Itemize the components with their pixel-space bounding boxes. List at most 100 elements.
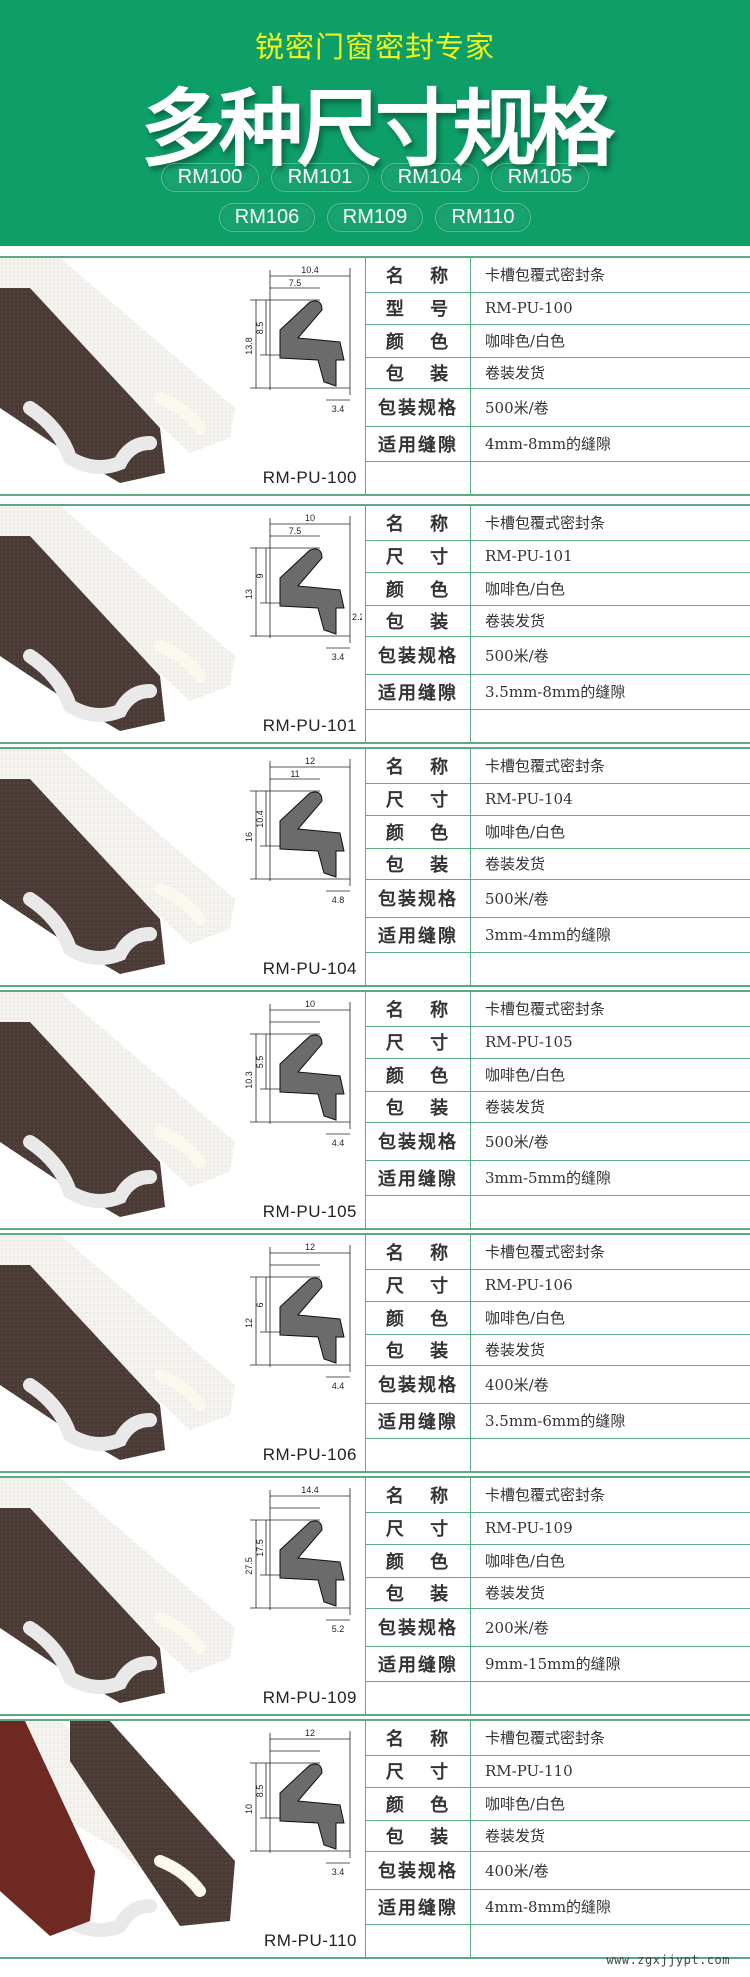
product-section-rm-pu-105: 10 10.3 5.5 4.4 RM-PU-105 名 称卡槽包覆式密封条尺 寸… xyxy=(0,990,750,1230)
divider-line xyxy=(0,1228,750,1230)
spec-value: 咖啡色/白色 xyxy=(470,571,750,606)
spec-label: 颜 色 xyxy=(365,1543,471,1578)
spec-value: 卡槽包覆式密封条 xyxy=(470,258,750,293)
spec-value xyxy=(470,1437,750,1471)
dimension-label-h2: 10.4 xyxy=(255,810,265,828)
model-pill-rm106: RM106 xyxy=(219,203,315,232)
spec-value: 卷装发货 xyxy=(470,1576,750,1609)
spec-label: 包 装 xyxy=(365,356,471,389)
dimension-label-base: 4.8 xyxy=(332,895,345,905)
spec-label: 包 装 xyxy=(365,1819,471,1852)
spec-label: 包装规格 xyxy=(365,878,471,918)
banner-header: 锐密门窗密封专家 多种尺寸规格 RM100 RM101 RM104 RM105 … xyxy=(0,0,750,246)
model-pill-rm104: RM104 xyxy=(381,163,479,192)
spec-label: 颜 色 xyxy=(365,814,471,849)
product-section-rm-pu-100: 10.4 7.5 13.8 8.5 3.4 RM-PU-100 名 称卡槽包覆式… xyxy=(0,256,750,496)
spec-label: 名 称 xyxy=(365,1235,471,1270)
spec-value: 咖啡色/白色 xyxy=(470,1786,750,1821)
dimension-label-h: 13 xyxy=(244,589,254,599)
product-photo xyxy=(0,1478,240,1714)
spec-label: 适用缝隙 xyxy=(365,1645,471,1682)
dimension-label-base: 4.4 xyxy=(332,1138,345,1148)
spec-row: 颜 色咖啡色/白色 xyxy=(365,1300,750,1335)
spec-row: 颜 色咖啡色/白色 xyxy=(365,1057,750,1092)
cross-section-drawing: 12 10 8.5 3.4 xyxy=(240,1723,362,1883)
spec-label: 颜 色 xyxy=(365,1057,471,1092)
spec-value: 4mm-8mm的缝隙 xyxy=(470,425,750,462)
spec-value: 3.5mm-8mm的缝隙 xyxy=(470,673,750,710)
spec-label: 包 装 xyxy=(365,604,471,637)
spec-value: RM-PU-101 xyxy=(470,539,750,573)
model-pill-rm101: RM101 xyxy=(271,163,369,192)
dimension-label-h2: 9 xyxy=(255,573,265,578)
spec-value xyxy=(470,1923,750,1957)
spec-value: 卷装发货 xyxy=(470,1333,750,1366)
divider-line xyxy=(0,990,750,992)
spec-value: 3mm-4mm的缝隙 xyxy=(470,916,750,953)
product-model-caption: RM-PU-101 xyxy=(262,716,357,735)
spec-label xyxy=(365,1437,471,1471)
spec-value: 500米/卷 xyxy=(470,387,750,427)
dimension-label-h: 12 xyxy=(244,1318,254,1328)
spec-value xyxy=(470,1194,750,1228)
spec-row xyxy=(365,951,750,985)
spec-label: 尺 寸 xyxy=(365,1025,471,1059)
spec-row: 名 称卡槽包覆式密封条 xyxy=(365,1478,750,1513)
spec-label: 包 装 xyxy=(365,1333,471,1366)
cross-section-drawing: 14.4 27.5 17.5 5.2 xyxy=(240,1480,362,1640)
spec-label: 包装规格 xyxy=(365,387,471,427)
dimension-label-h: 10.3 xyxy=(244,1071,254,1089)
product-photo xyxy=(0,506,240,742)
spec-value: RM-PU-110 xyxy=(470,1754,750,1788)
spec-value: 卡槽包覆式密封条 xyxy=(470,992,750,1027)
divider-line xyxy=(0,985,750,987)
spec-value: 卡槽包覆式密封条 xyxy=(470,506,750,541)
spec-label: 型 号 xyxy=(365,291,471,325)
dimension-label-base: 3.4 xyxy=(332,652,345,662)
spec-value: 卷装发货 xyxy=(470,847,750,880)
dimension-label-w: 10.4 xyxy=(301,265,319,275)
divider-line xyxy=(0,256,750,258)
product-photo xyxy=(0,1235,240,1471)
spec-value: 咖啡色/白色 xyxy=(470,323,750,358)
product-photo xyxy=(0,992,240,1228)
product-model-caption: RM-PU-110 xyxy=(264,1931,357,1950)
product-model-caption: RM-PU-109 xyxy=(262,1688,357,1707)
dimension-label-h: 13.8 xyxy=(244,337,254,355)
divider-line xyxy=(0,747,750,749)
model-pill-rm100: RM100 xyxy=(161,163,259,192)
spec-row: 颜 色咖啡色/白色 xyxy=(365,323,750,358)
dimension-label-h2: 8.5 xyxy=(255,322,265,335)
cross-section-drawing: 10.4 7.5 13.8 8.5 3.4 xyxy=(240,260,362,420)
spec-label: 名 称 xyxy=(365,506,471,541)
cross-section-drawing: 12 11 16 10.4 4.8 xyxy=(240,751,362,911)
product-section-rm-pu-109: 14.4 27.5 17.5 5.2 RM-PU-109 名 称卡槽包覆式密封条… xyxy=(0,1476,750,1716)
model-pill-rm109: RM109 xyxy=(327,203,423,232)
spec-row xyxy=(365,1194,750,1228)
spec-label xyxy=(365,1680,471,1714)
divider-line xyxy=(0,1471,750,1473)
spec-label xyxy=(365,708,471,742)
dimension-label-w: 12 xyxy=(305,756,315,766)
spec-value: 咖啡色/白色 xyxy=(470,814,750,849)
spec-label: 尺 寸 xyxy=(365,782,471,816)
spec-label xyxy=(365,460,471,494)
spec-label: 名 称 xyxy=(365,258,471,293)
spec-label: 尺 寸 xyxy=(365,1511,471,1545)
spec-label: 适用缝隙 xyxy=(365,1402,471,1439)
spec-value: 500米/卷 xyxy=(470,878,750,918)
model-pill-row-2: RM106 RM109 RM110 xyxy=(0,203,750,232)
spec-row: 包 装卷装发货 xyxy=(365,1333,750,1366)
